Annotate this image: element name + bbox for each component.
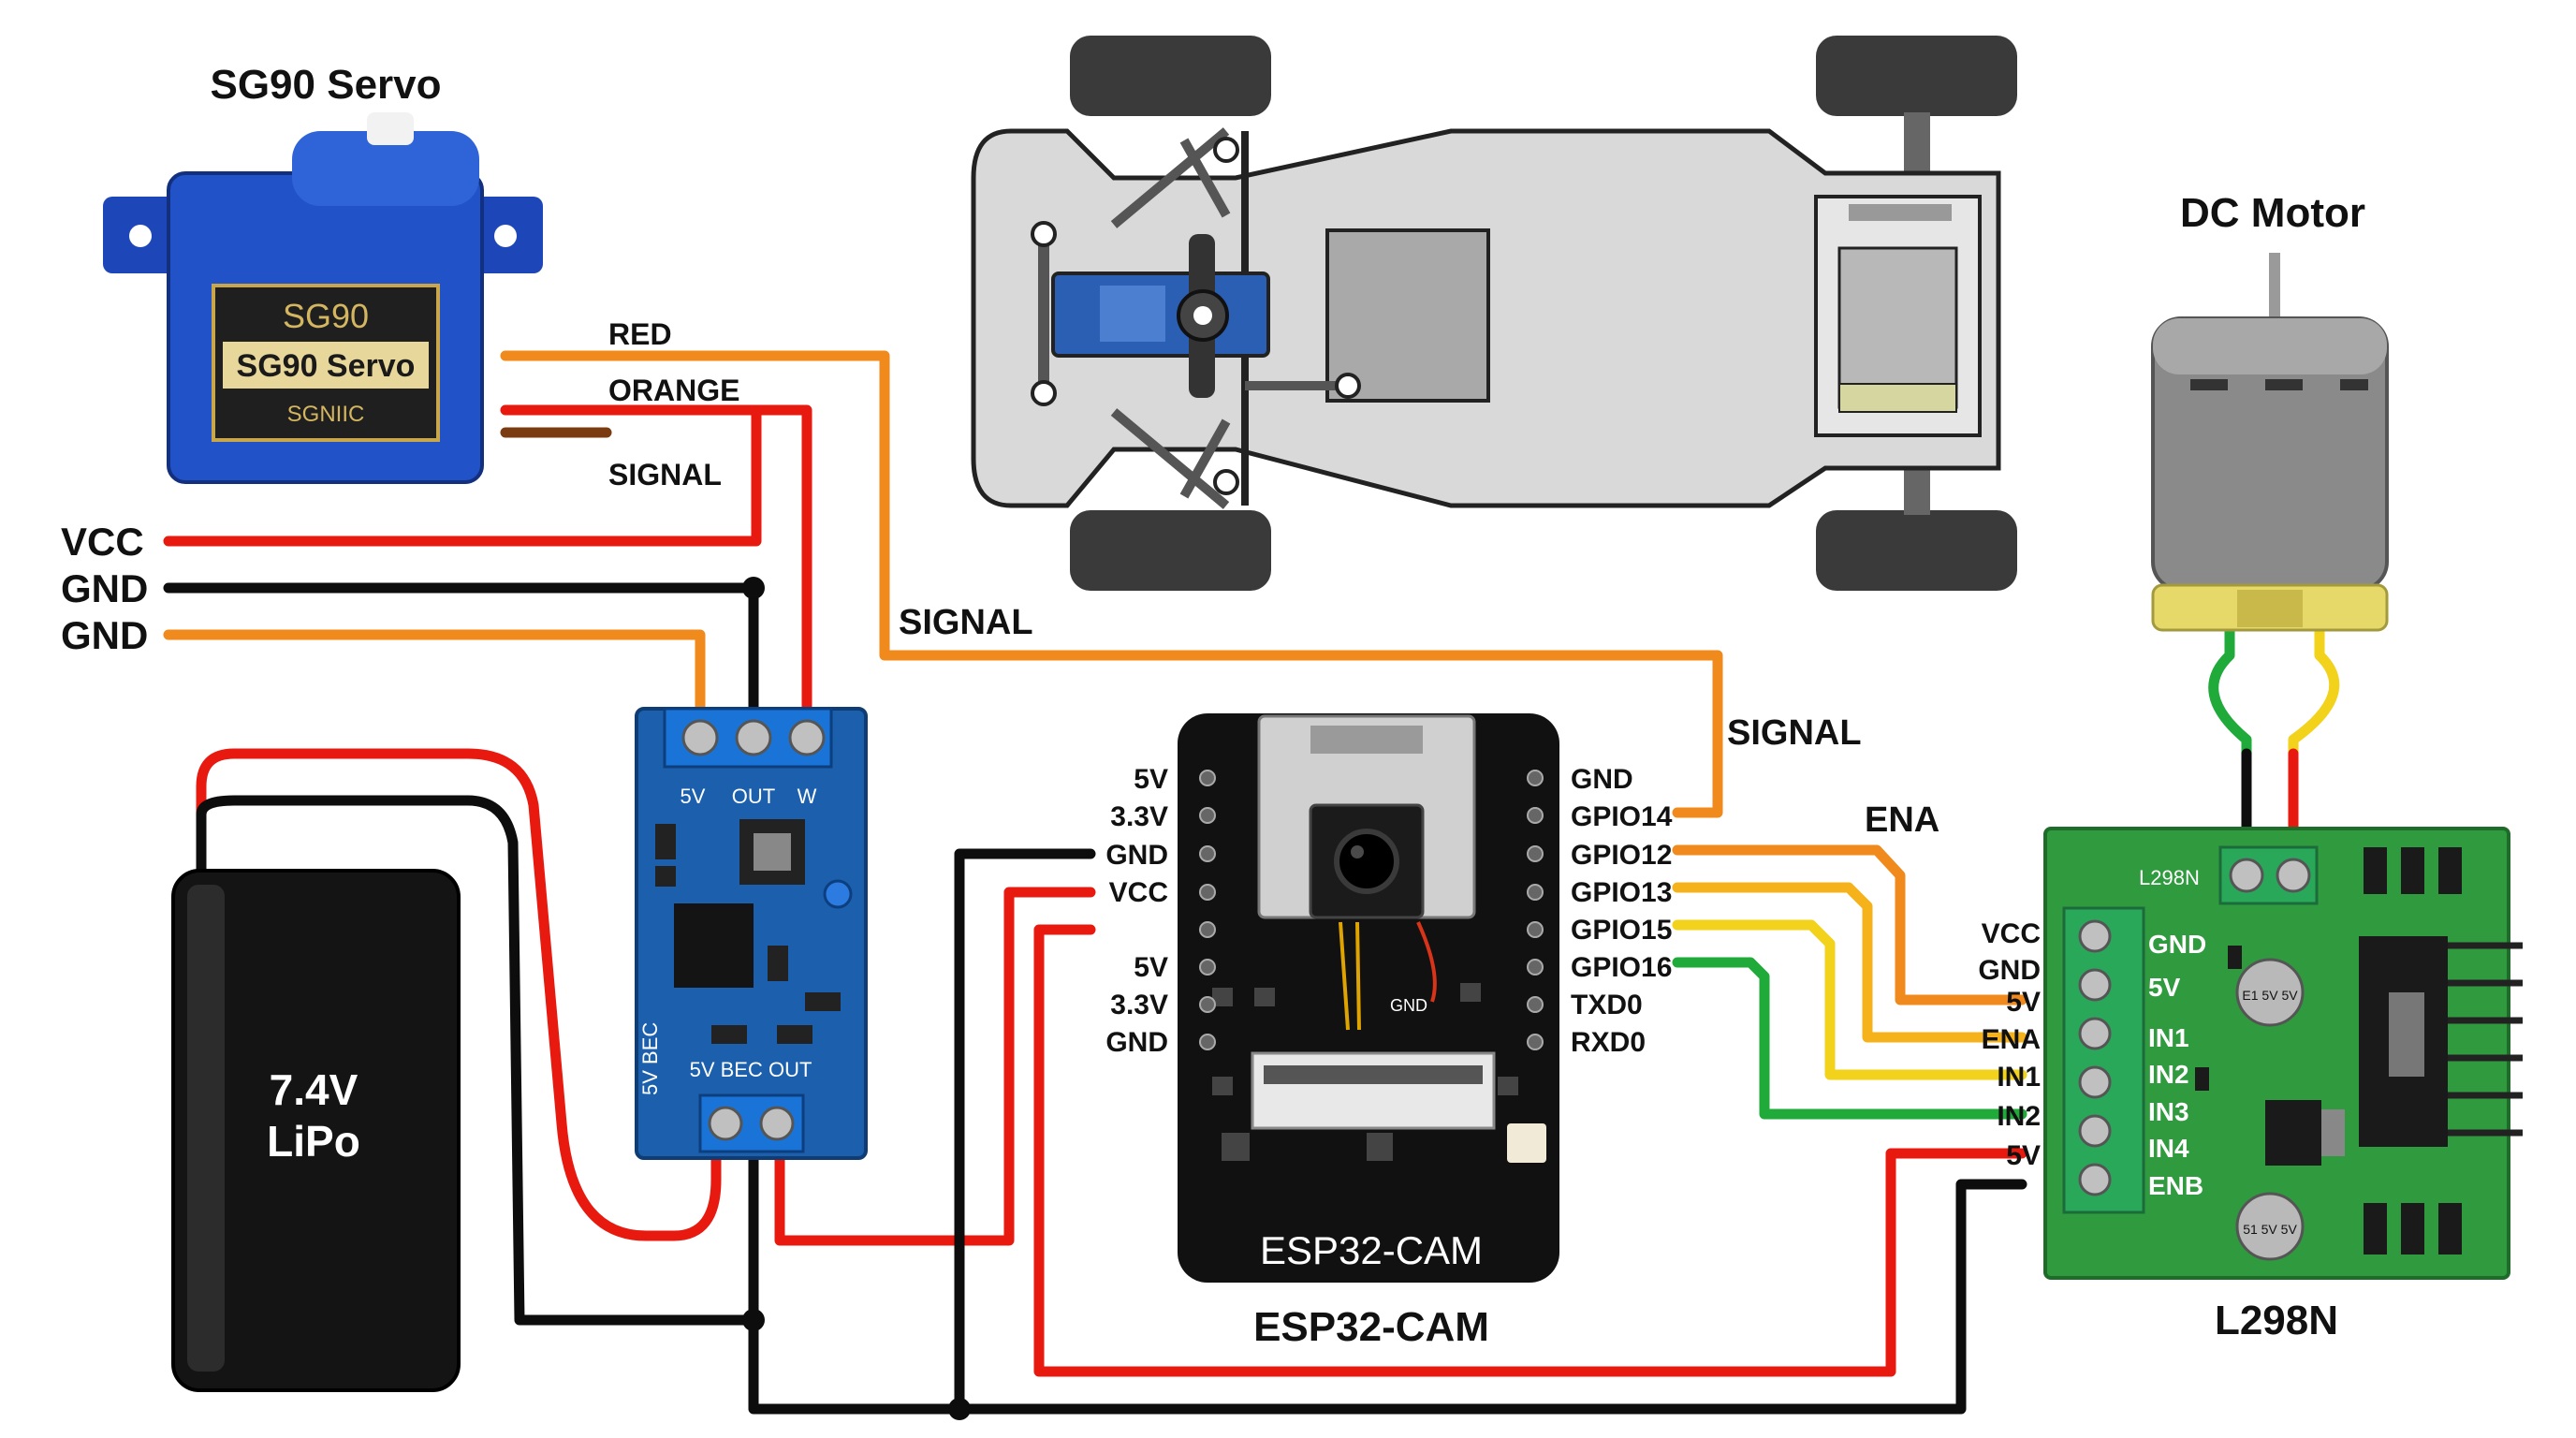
wire-gpio13: [1672, 882, 2027, 1043]
sg90-servo: SG90 SG90 Servo SGNIIC: [103, 112, 543, 484]
esp32-right-pin: GND: [1571, 764, 1633, 795]
esp32-right-pin: TXD0: [1571, 990, 1643, 1020]
bec-side-label: 5V BEC: [638, 1022, 662, 1095]
wire-gpio15: [1672, 919, 2027, 1080]
l298n-input-label: GND: [1978, 955, 2041, 986]
gnd-label-2: GND: [61, 613, 148, 657]
wheel-front-left: [1070, 36, 1271, 116]
servo-wire-signal-label: SIGNAL: [608, 458, 722, 492]
gnd-label-1: GND: [61, 566, 148, 610]
l298n-input-label: IN1: [1997, 1062, 2041, 1093]
rear-motor: [1837, 246, 1958, 409]
servo-wire-red-label: RED: [608, 317, 672, 351]
labels: SG90 Servo RED ORANGE SIGNAL VCC GND GND…: [61, 62, 2365, 1350]
l298n-capacitor-2: [2235, 1192, 2305, 1261]
bec-module: 5V OUT W 5V BEC 5V BEC OUT: [635, 707, 868, 1160]
l298n-input-label: 5V: [2006, 987, 2041, 1018]
esp32-left-pin: GND: [1105, 1027, 1168, 1058]
wire-gpio16: [1672, 957, 2027, 1120]
vcc-label: VCC: [61, 520, 144, 564]
svg-text:E1 5V 5V: E1 5V 5V: [2242, 988, 2298, 1003]
l298n-capacitor-1: [2235, 958, 2305, 1027]
l298n-board-pin: 5V: [2148, 973, 2181, 1002]
wheel-rear-right: [1816, 510, 2017, 591]
battery-body: [171, 869, 461, 1392]
svg-text:51 5V 5V: 51 5V 5V: [2243, 1222, 2297, 1237]
servo-sticker-top: SG90: [283, 297, 369, 335]
car-chassis: [971, 36, 2017, 591]
l298n-regulator: [2265, 1100, 2321, 1166]
l298n-input-label: 5V: [2006, 1140, 2041, 1171]
wire-gnd-orange: [163, 629, 706, 717]
l298n-silk: L298N: [2139, 866, 2200, 889]
wire-ground-bus: [748, 1141, 2027, 1415]
lipo-battery: 7.4V LiPo: [171, 869, 461, 1392]
l298n-module: L298N E1 5V 5V 51 5V 5V: [2043, 827, 2523, 1280]
signal-label-right: SIGNAL: [1727, 713, 1862, 753]
l298n-board-pin: IN1: [2148, 1023, 2189, 1052]
wire-motor-yellow: [2288, 620, 2340, 853]
esp32-right-pin: GPIO14: [1571, 801, 1673, 832]
servo-sticker-main: SG90 Servo: [237, 348, 416, 384]
wires: [163, 350, 2340, 1420]
l298n-board-pin: IN2: [2148, 1060, 2189, 1089]
battery-type-label: LiPo: [267, 1117, 360, 1166]
bec-pin-w: W: [798, 785, 817, 808]
bec-out-label: 5V BEC OUT: [690, 1058, 812, 1081]
esp32-left-pin: 3.3V: [1110, 801, 1168, 832]
motor-title: DC Motor: [2180, 190, 2365, 236]
wire-servo-signal: [500, 350, 1723, 818]
ena-label: ENA: [1865, 800, 1939, 840]
esp32-board-silk: ESP32-CAM: [1260, 1228, 1483, 1272]
wire-battery-red: [196, 748, 722, 1241]
bec-chip: [674, 903, 754, 988]
esp32-right-pin: GPIO13: [1571, 877, 1672, 908]
esp32-left-pin: GND: [1105, 840, 1168, 871]
l298n-board-pin: IN3: [2148, 1097, 2189, 1126]
l298n-board-pin: ENB: [2148, 1171, 2203, 1200]
chassis-center-block: [1325, 228, 1490, 403]
esp32-gnd-silk: GND: [1390, 996, 1427, 1015]
esp32-left-pin: 5V: [1134, 952, 1168, 983]
l298n-input-label: ENA: [1982, 1024, 2041, 1055]
esp32-right-pin: GPIO16: [1571, 952, 1672, 983]
servo-wire-orange-label: ORANGE: [608, 374, 739, 407]
wheel-rear-left: [1816, 36, 2017, 116]
l298n-input-terminal: [2062, 906, 2145, 1214]
esp32-left-pin: VCC: [1109, 877, 1168, 908]
l298n-input-label: IN2: [1997, 1101, 2041, 1132]
battery-voltage-label: 7.4V: [270, 1065, 359, 1114]
esp32-ribbon-connector: [1251, 1051, 1496, 1130]
wire-gnd: [163, 582, 759, 717]
esp32-right-pin: RXD0: [1571, 1027, 1646, 1058]
servo-title: SG90 Servo: [210, 62, 441, 108]
esp32-flash-led: [1507, 1123, 1546, 1163]
wire-gpio12: [1672, 844, 2027, 1005]
l298n-board-pin: GND: [2148, 930, 2206, 959]
l298n-board-pin: IN4: [2148, 1134, 2189, 1163]
esp32-right-pin: GPIO12: [1571, 840, 1672, 871]
junction-gnd: [742, 577, 765, 599]
wire-motor-green: [2208, 620, 2252, 853]
servo-sticker-bottom: SGNIIC: [287, 402, 365, 427]
bec-pin-5v: 5V: [681, 785, 706, 808]
l298n-title: L298N: [2215, 1298, 2338, 1343]
l298n-input-label: VCC: [1982, 918, 2041, 949]
esp32-right-pin: GPIO15: [1571, 915, 1672, 946]
wire-servo-red: [500, 404, 812, 717]
wire-esp-gnd: [954, 848, 1096, 1415]
esp32-title: ESP32-CAM: [1253, 1304, 1489, 1350]
wire-esp-5v-l298n: [1033, 924, 2027, 1377]
signal-label-left: SIGNAL: [899, 603, 1033, 642]
wire-bec-red-esp: [774, 887, 1096, 1246]
wheel-front-right: [1070, 510, 1271, 591]
dc-motor: [2151, 253, 2389, 632]
wire-battery-black: [196, 795, 759, 1326]
esp32-left-pin: 3.3V: [1110, 990, 1168, 1020]
esp32-cam-board: GND ESP32-CAM: [1178, 713, 1559, 1283]
bec-pin-out: OUT: [732, 785, 775, 808]
esp32-left-pin: 5V: [1134, 764, 1168, 795]
